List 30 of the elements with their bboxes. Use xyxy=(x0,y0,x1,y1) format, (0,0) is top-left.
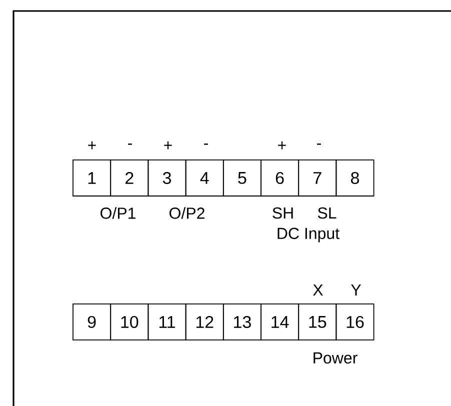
terminal-box: 3 xyxy=(148,160,186,196)
terminal-box: 16 xyxy=(336,304,374,340)
terminal-box: 5 xyxy=(222,160,262,196)
terminal-label: - xyxy=(128,144,132,145)
terminal-box: 12 xyxy=(185,304,224,340)
terminal-box: 2 xyxy=(110,160,149,196)
terminal-box: 6 xyxy=(260,160,300,196)
terminal-label: - xyxy=(204,144,208,145)
terminal-label: SH xyxy=(272,207,293,219)
terminal-box: 4 xyxy=(185,160,224,196)
terminal-box: 15 xyxy=(298,304,337,340)
terminal-label: O/P1 xyxy=(100,207,136,219)
terminal-box: 9 xyxy=(72,304,112,340)
terminal-box: 13 xyxy=(222,304,262,340)
terminal-label: SL xyxy=(318,207,336,219)
terminal-box: 11 xyxy=(148,304,186,340)
terminal-label: Power xyxy=(314,352,358,364)
terminal-box: 1 xyxy=(72,160,112,196)
terminal-label: Y xyxy=(351,284,361,296)
terminal-label: + xyxy=(164,141,172,150)
terminal-box: 14 xyxy=(260,304,300,340)
terminal-label: - xyxy=(317,144,321,145)
terminal-label: + xyxy=(278,141,286,150)
terminal-label: X xyxy=(313,284,323,296)
terminal-label: DC Input xyxy=(278,228,340,242)
terminal-label: O/P2 xyxy=(170,207,204,219)
terminal-label: + xyxy=(88,141,96,150)
terminal-box: 10 xyxy=(110,304,149,340)
terminal-box: 7 xyxy=(298,160,337,196)
terminal-box: 8 xyxy=(336,160,374,196)
